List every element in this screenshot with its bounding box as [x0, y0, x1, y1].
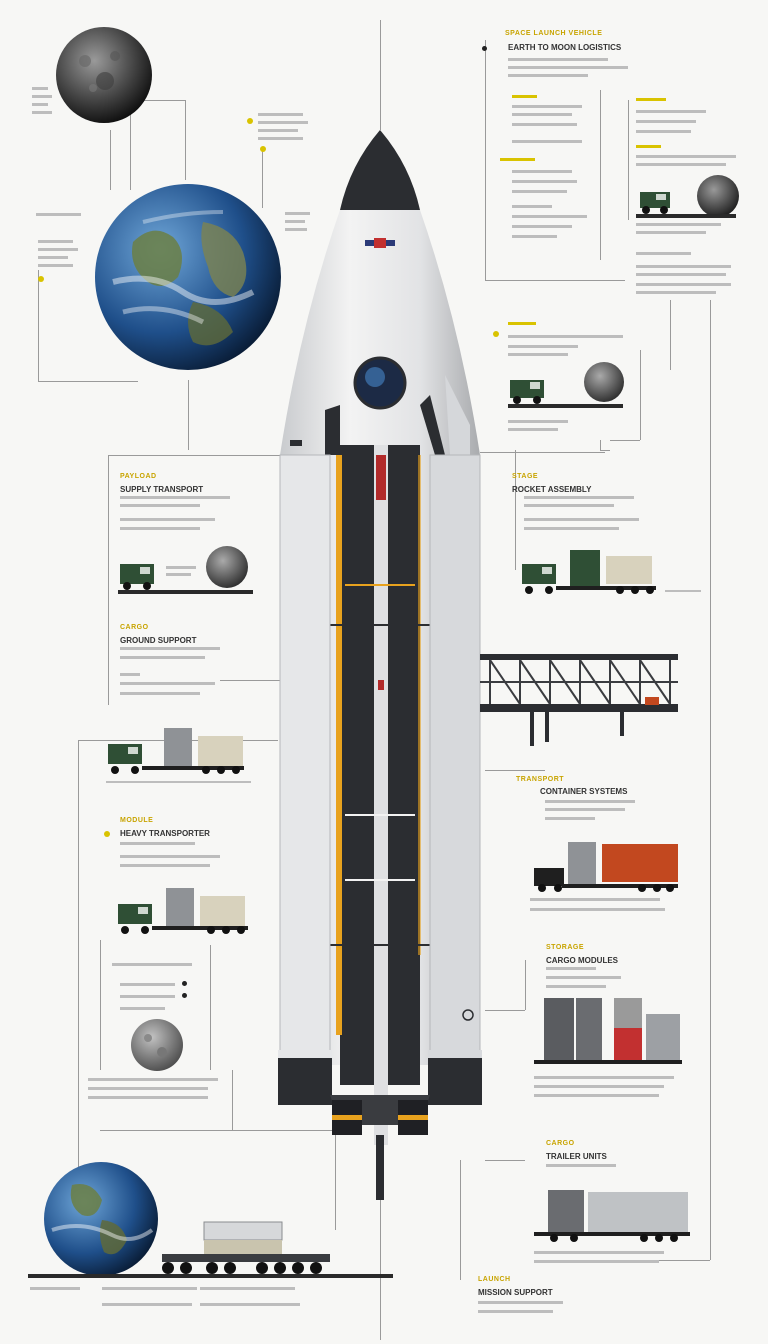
panel-header: LAUNCH	[478, 1276, 511, 1283]
panel-header: CARGO	[546, 1140, 575, 1147]
truck-icon	[162, 1221, 330, 1274]
moon-icon	[131, 1019, 183, 1071]
panel-title: HEAVY TRANSPORTER	[120, 829, 210, 838]
container-icon	[534, 842, 678, 892]
panel-title: TRAILER UNITS	[546, 1152, 607, 1161]
container-icon	[534, 998, 682, 1064]
truck-icon	[522, 550, 656, 594]
panel-header: CARGO	[120, 624, 149, 631]
panel-header: TRANSPORT	[516, 776, 565, 783]
panel-title: CARGO MODULES	[546, 956, 618, 965]
truck-icon	[118, 888, 248, 934]
panel-header: PAYLOAD	[120, 473, 157, 480]
panel-header: STORAGE	[546, 944, 584, 951]
panel-title: CONTAINER SYSTEMS	[540, 787, 628, 796]
panel-header: SPACE LAUNCH VEHICLE	[505, 30, 603, 37]
earth-icon	[95, 184, 281, 370]
panel-header: MODULE	[120, 817, 154, 824]
moon-icon	[56, 27, 152, 123]
panel-title: SUPPLY TRANSPORT	[120, 485, 204, 494]
earth-icon	[44, 1162, 158, 1276]
rocket-icon	[278, 130, 482, 1200]
panel-title: ROCKET ASSEMBLY	[512, 485, 592, 494]
moon-icon	[584, 362, 624, 402]
panel-title: EARTH TO MOON LOGISTICS	[508, 43, 622, 52]
container-icon	[534, 1190, 690, 1242]
truck-icon	[640, 192, 670, 214]
panel-title: GROUND SUPPORT	[120, 636, 197, 645]
truck-icon	[120, 564, 154, 590]
panel-header: STAGE	[512, 473, 539, 480]
truck-icon	[108, 728, 244, 774]
panel-title: MISSION SUPPORT	[478, 1288, 553, 1297]
gantry-icon	[480, 654, 678, 746]
truck-icon	[510, 380, 544, 404]
moon-icon	[206, 546, 248, 588]
moon-icon	[697, 175, 739, 217]
